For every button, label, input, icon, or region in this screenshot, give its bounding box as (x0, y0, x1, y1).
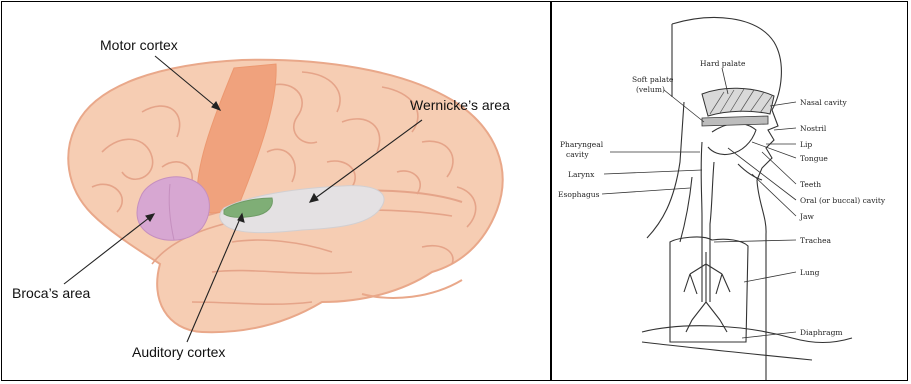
brain-panel: Motor cortex Wernicke’s area Broca’s are… (2, 2, 550, 380)
tongue-label: Tongue (800, 154, 828, 163)
lung-label: Lung (800, 268, 820, 277)
pharyngeal-label: Pharyngeal (560, 140, 604, 149)
larynx-leader (604, 170, 702, 174)
hard-palate-bar (702, 116, 768, 126)
nasal-cavity-label: Nasal cavity (800, 98, 847, 107)
velum-label: (velum) (636, 85, 665, 94)
trachea-label: Trachea (800, 236, 832, 245)
broca-region (137, 177, 209, 240)
motor-cortex-label: Motor cortex (100, 37, 178, 53)
soft-palate-label: Soft palate (632, 75, 674, 84)
vocal-tract-panel: Hard palate Soft palate (velum) Nasal ca… (552, 2, 909, 380)
nostril-label: Nostril (800, 124, 827, 133)
trachea-leader (714, 240, 796, 242)
broca-label: Broca’s area (12, 285, 91, 301)
teeth-leader (762, 152, 796, 184)
vocal-tract-diagram: Hard palate Soft palate (velum) Nasal ca… (552, 2, 909, 380)
hard-palate-label: Hard palate (700, 59, 746, 68)
nostril-leader (774, 128, 796, 130)
auditory-label: Auditory cortex (132, 344, 225, 360)
brain-diagram: Motor cortex Wernicke’s area Broca’s are… (2, 2, 550, 380)
esophagus-leader (602, 188, 690, 194)
diaphragm-label: Diaphragm (800, 328, 842, 337)
jaw-label: Jaw (799, 212, 814, 221)
esophagus-label: Esophagus (558, 190, 600, 199)
lung-leader (744, 272, 796, 282)
teeth-label: Teeth (800, 180, 821, 189)
oral-cavity-label: Oral (or buccal) cavity (800, 196, 886, 205)
soft-palate-leader (664, 90, 704, 122)
pharyngeal-cavity-label: cavity (566, 150, 589, 159)
lip-label: Lip (800, 140, 812, 149)
nasal-cavity-leader (770, 102, 796, 106)
larynx-label: Larynx (568, 170, 595, 179)
wernicke-label: Wernicke’s area (410, 97, 510, 113)
nasal-cavity-region (702, 88, 774, 116)
